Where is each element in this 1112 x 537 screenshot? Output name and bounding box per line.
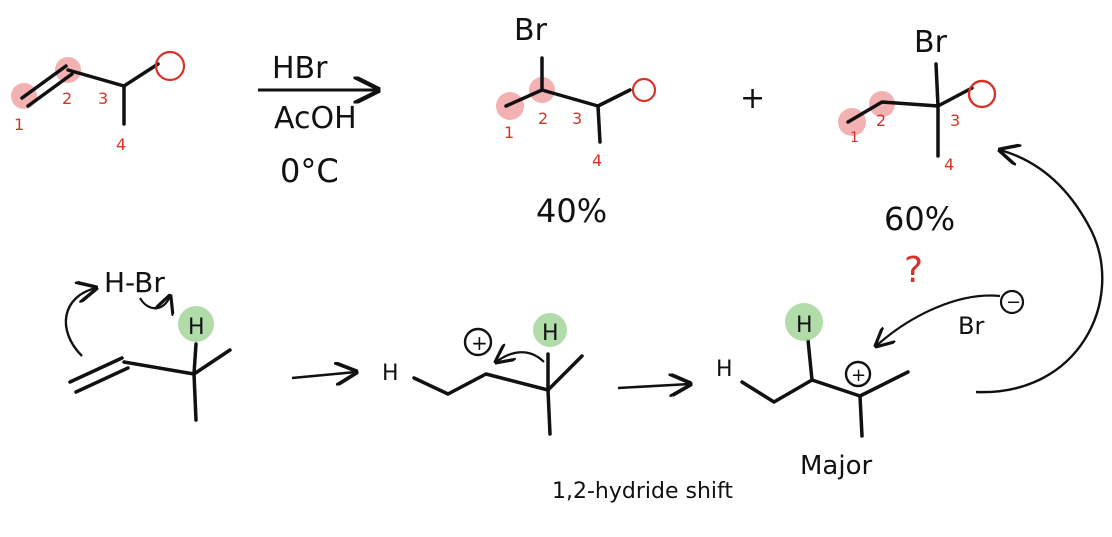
product-b-chain xyxy=(846,86,974,124)
starting-material: 1 2 3 4 xyxy=(11,50,186,154)
curved-arrow-hbr-bond xyxy=(139,296,170,308)
curved-arrow-to-major-product xyxy=(975,150,1104,394)
bromide-charge-circle xyxy=(999,289,1025,315)
hydride-shift-label: 1,2-hydride shift xyxy=(552,479,733,504)
hbr-reagent: H-Br xyxy=(104,266,165,299)
product-b-carbon-4: 4 xyxy=(944,155,954,174)
step-1-double-bond-b xyxy=(74,366,130,394)
product-b-carbon-3: 3 xyxy=(950,111,960,130)
h-label-step-1: H xyxy=(188,315,205,340)
carbocation-charge-step-3: + xyxy=(851,365,866,386)
product-a-carbon-2: 2 xyxy=(538,109,548,128)
reagent-temperature: 0°C xyxy=(280,152,339,190)
bromide-ion: Br xyxy=(958,312,984,340)
bromide-charge: − xyxy=(1006,292,1021,313)
product-b-question-mark: ? xyxy=(904,250,923,291)
reaction-conditions: HBr AcOH 0°C xyxy=(258,51,378,190)
bromide-attack: Br − xyxy=(876,150,1104,394)
product-a-chain xyxy=(504,88,632,108)
reagent-acoh: AcOH xyxy=(274,101,357,136)
curved-arrow-bromide-attack xyxy=(876,294,1001,346)
mechanism-step-3: H H + Major xyxy=(716,303,910,481)
step-1-bond-c3-h xyxy=(192,342,198,376)
step-2-chain xyxy=(412,354,584,396)
h-label-step-3: H xyxy=(796,313,813,338)
mechanism-step-1: H-Br H xyxy=(64,266,356,422)
plus-sign: + xyxy=(740,81,765,116)
product-b-methyl-circle xyxy=(967,79,997,109)
product-a: Br 1 2 3 4 40% xyxy=(496,13,657,230)
step-1-bond-c3-c4 xyxy=(192,372,198,422)
carbocation-charge-step-2: + xyxy=(471,331,488,355)
h-label-step-2-left: H xyxy=(382,361,399,386)
product-a-carbon-3: 3 xyxy=(572,109,582,128)
carbon-number-3: 3 xyxy=(98,89,108,108)
step-2-bond-c3-c4 xyxy=(546,388,552,436)
curved-arrow-hydride-shift xyxy=(496,352,545,362)
double-bond-line-1 xyxy=(20,64,68,100)
carbon-number-2: 2 xyxy=(62,89,72,108)
product-a-bond-c4 xyxy=(596,104,602,144)
reagent-hbr: HBr xyxy=(272,51,328,86)
curved-arrow-pi-to-h xyxy=(64,288,96,357)
h-highlight-step-2 xyxy=(533,313,567,347)
product-a-carbon-1: 1 xyxy=(504,123,514,142)
step-1-bond-c3-ch3 xyxy=(192,348,232,376)
carbon-number-4: 4 xyxy=(116,135,126,154)
step-3-bond-c2-h xyxy=(806,338,814,382)
product-b-yield: 60% xyxy=(884,200,955,238)
product-b: Br 1 2 3 4 60% ? xyxy=(838,25,997,291)
carbocation-circle-step-3 xyxy=(844,360,872,388)
bond-c2-c3 xyxy=(66,68,126,88)
h-highlight-step-3 xyxy=(785,303,823,341)
carbocation-circle-step-2 xyxy=(463,327,493,357)
step-3-chain xyxy=(740,370,910,404)
h-label-step-2: H xyxy=(542,321,559,346)
double-bond-line-2 xyxy=(26,72,74,108)
product-a-methyl-circle xyxy=(631,77,657,103)
arrow-step-1-to-2 xyxy=(291,372,356,378)
product-b-carbon-1: 1 xyxy=(850,130,859,146)
h-highlight-step-1 xyxy=(178,306,214,342)
h-label-step-3-left: H xyxy=(716,357,733,382)
step-1-bond-c2-c3 xyxy=(122,360,196,376)
bond-c3-ch3 xyxy=(122,62,160,88)
step-1-double-bond-a xyxy=(68,356,124,384)
product-a-yield: 40% xyxy=(536,192,607,230)
carbon-number-1: 1 xyxy=(14,115,24,134)
product-b-br: Br xyxy=(914,25,948,60)
product-a-br: Br xyxy=(514,13,548,48)
product-b-carbon-2: 2 xyxy=(876,111,886,130)
product-b-bond-br xyxy=(934,62,940,108)
methyl-circle-annotation xyxy=(154,50,186,82)
major-label: Major xyxy=(800,451,872,481)
mechanism-step-2: H + H 1,2-hydride shift xyxy=(382,313,733,504)
product-a-carbon-4: 4 xyxy=(592,151,602,170)
step-3-bond-c3-c4 xyxy=(858,394,864,438)
arrow-step-2-to-3 xyxy=(617,384,690,388)
